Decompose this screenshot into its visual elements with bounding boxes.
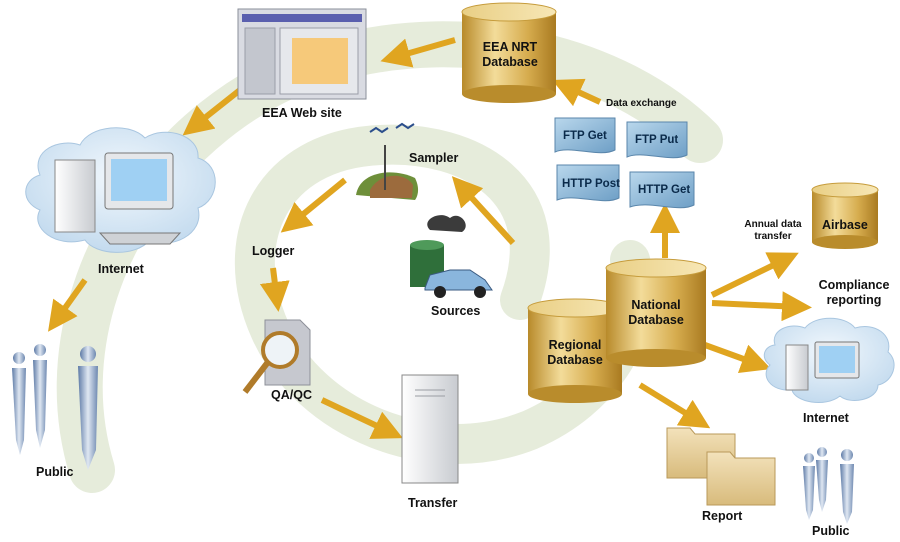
transfer-server-icon [401, 374, 459, 484]
sources-icon [410, 215, 493, 298]
arrow-qaqc-to-transfer [320, 397, 403, 439]
airbase-database-icon [811, 182, 879, 249]
arrow-nrt-to-website [380, 37, 456, 68]
http-get-label: HTTP Get [638, 184, 691, 196]
protocol-documents [554, 117, 695, 209]
people-left-icon [12, 344, 98, 470]
compliance-reporting-label: Compliance reporting [818, 278, 890, 307]
arrow-regional-to-report [638, 382, 711, 429]
public-left-label: Public [36, 465, 74, 479]
ftp-put-label: FTP Put [635, 134, 679, 146]
transfer-label: Transfer [408, 496, 458, 510]
sampler-icon [356, 122, 419, 200]
sampler-label: Sampler [409, 151, 459, 165]
flow-arrows [48, 37, 812, 439]
http-post-label: HTTP Post [562, 178, 620, 190]
regional-database-label: Regional Database [547, 338, 603, 367]
sources-label: Sources [431, 304, 481, 318]
http-post-doc-icon [556, 164, 620, 202]
arrow-national-to-compliance [711, 291, 812, 322]
website-window-icon [237, 8, 367, 100]
arrow-sampler-to-logger [280, 177, 347, 233]
qaqc-icon [242, 319, 311, 394]
national-database-label: National Database [628, 298, 684, 327]
eea-nrt-database-icon [461, 2, 557, 103]
national-database-icon [605, 258, 707, 367]
arrow-national-to-airbase [710, 252, 799, 298]
arrow-logger-to-qaqc [259, 267, 290, 312]
ftp-put-doc-icon [626, 121, 688, 159]
eea-web-site-label: EEA Web site [262, 106, 342, 120]
http-get-doc-icon [629, 171, 695, 209]
data-exchange-label: Data exchange [606, 98, 677, 109]
logger-label: Logger [252, 244, 295, 258]
arrow-national-to-internet [703, 342, 772, 373]
internet-cloud-right-icon [763, 317, 895, 404]
arrow-dataexchange-to-nrt [552, 78, 602, 107]
public-right-label: Public [812, 524, 850, 538]
arrow-sources-to-sampler [451, 176, 516, 246]
people-right-icon [803, 447, 854, 524]
report-label: Report [702, 509, 743, 523]
ftp-get-label: FTP Get [563, 130, 607, 142]
internet-cloud-left-icon [25, 127, 216, 253]
airbase-label: Airbase [822, 218, 868, 232]
internet-left-label: Internet [98, 262, 144, 276]
eea-nrt-database-label: EEA NRT Database [482, 40, 538, 69]
annual-data-transfer-label: Annual data transfer [744, 219, 802, 242]
arrow-internet-to-public [48, 278, 88, 332]
qa-qc-label: QA/QC [271, 388, 312, 402]
ftp-get-doc-icon [554, 117, 616, 154]
internet-right-label: Internet [803, 411, 849, 425]
arrow-website-to-internet [182, 87, 242, 136]
report-folders-icon [666, 427, 776, 506]
